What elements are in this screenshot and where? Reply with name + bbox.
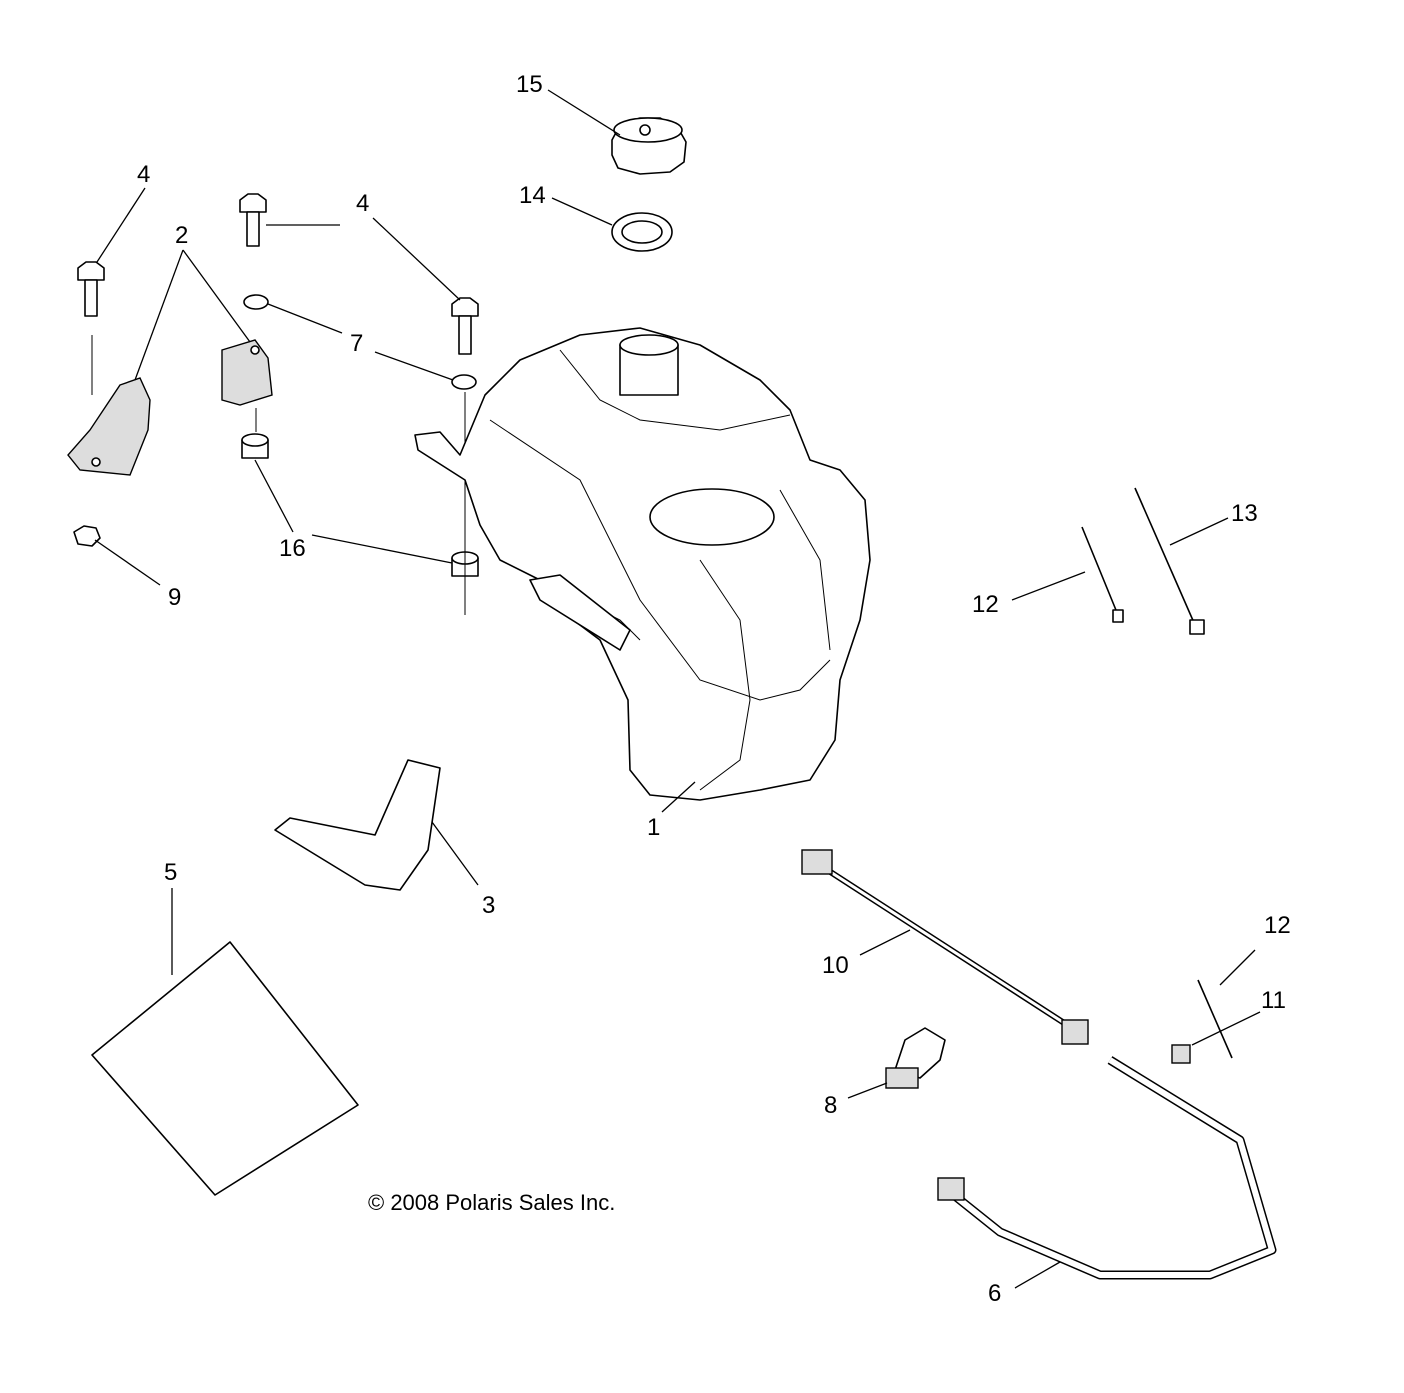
part-washer[interactable] — [451, 374, 477, 390]
part-cable-tie[interactable] — [1081, 526, 1124, 623]
callout-7: 7 — [350, 330, 363, 357]
part-bracket-right[interactable] — [221, 339, 273, 406]
part-pad[interactable] — [91, 941, 359, 1196]
part-vent-hose[interactable] — [937, 1056, 1277, 1280]
callout-16: 16 — [279, 535, 306, 562]
part-bolt-left[interactable] — [77, 261, 105, 317]
callout-2: 2 — [175, 222, 188, 249]
part-spacer[interactable] — [241, 433, 269, 459]
callout-14: 14 — [519, 182, 546, 209]
leader-lines — [94, 89, 1261, 1289]
callout-4: 4 — [356, 190, 369, 217]
copyright-text: © 2008 Polaris Sales Inc. — [368, 1190, 615, 1215]
callout-5: 5 — [164, 859, 177, 886]
callout-10: 10 — [822, 952, 849, 979]
callout-9: 9 — [168, 584, 181, 611]
part-fuel-tank[interactable] — [414, 327, 871, 801]
part-fuel-cap[interactable] — [611, 117, 687, 175]
callout-6: 6 — [988, 1280, 1001, 1307]
part-foam-strip[interactable] — [274, 759, 441, 891]
callout-8: 8 — [824, 1092, 837, 1119]
part-clamp[interactable] — [885, 1027, 946, 1089]
callouts: 15 14 4 4 2 7 16 9 1 3 5 10 8 6 12 13 12… — [137, 71, 1291, 1307]
part-nut[interactable] — [73, 525, 101, 547]
part-bracket-left[interactable] — [67, 377, 151, 476]
part-fuel-line[interactable] — [801, 849, 1089, 1045]
callout-3: 3 — [482, 892, 495, 919]
part-seal-ring[interactable] — [611, 212, 673, 252]
callout-13: 13 — [1231, 500, 1258, 527]
callout-12: 12 — [1264, 912, 1291, 939]
part-cable-tie[interactable] — [1197, 979, 1233, 1059]
callout-15: 15 — [516, 71, 543, 98]
part-bolt-top[interactable] — [239, 193, 267, 247]
callout-12: 12 — [972, 591, 999, 618]
part-washer[interactable] — [243, 294, 269, 310]
callout-11: 11 — [1261, 987, 1286, 1014]
callout-1: 1 — [647, 814, 660, 841]
part-bolt-right[interactable] — [451, 297, 479, 355]
part-cable-tie[interactable] — [1134, 487, 1205, 635]
part-grommet[interactable] — [1171, 1044, 1191, 1064]
callout-4: 4 — [137, 161, 150, 188]
